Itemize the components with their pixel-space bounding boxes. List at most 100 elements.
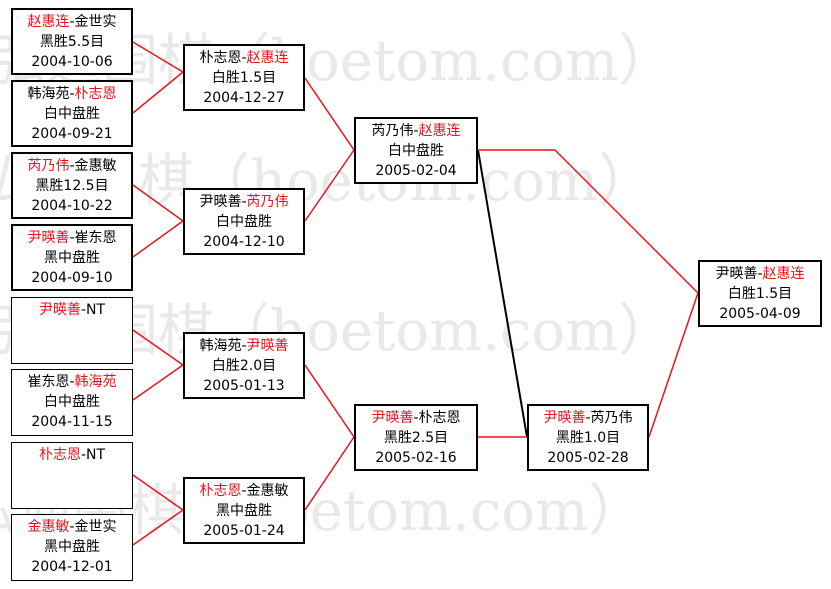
match-date: 2005-02-16 <box>375 450 457 466</box>
match-players: 芮乃伟-赵惠连 <box>371 123 461 139</box>
player-2: 赵惠连 <box>246 50 289 66</box>
player-2: 金惠敏 <box>74 158 117 174</box>
connector-r3a-r4a <box>477 149 528 438</box>
match-box-r4a: 尹暎善-芮乃伟 黑胜1.0目 2005-02-28 <box>527 404 649 471</box>
player-1: 尹暎善 <box>27 230 70 246</box>
match-players: 朴志恩-赵惠连 <box>199 50 289 66</box>
match-date: 2005-04-09 <box>719 306 801 322</box>
match-date: 2004-12-01 <box>31 559 113 575</box>
match-date: 2005-01-13 <box>203 378 285 394</box>
player-1: 尹暎善 <box>715 266 758 282</box>
connector-r1a-r2a <box>132 41 184 73</box>
match-date: 2005-02-04 <box>375 163 457 179</box>
connector-r2b-r3a <box>304 149 355 222</box>
match-date: 2005-01-24 <box>203 523 285 539</box>
match-result: 黑胜5.5目 <box>39 34 105 50</box>
match-date: 2005-02-28 <box>547 450 629 466</box>
player-2: 崔东恩 <box>74 230 117 246</box>
player-2: 金世实 <box>74 14 117 30</box>
match-box-r1a: 赵惠连-金世实 黑胜5.5目 2004-10-06 <box>11 8 133 75</box>
connector-r2d-r3b <box>304 436 355 511</box>
match-box-final: 尹暎善-赵惠连 白胜1.5目 2005-04-09 <box>698 260 822 327</box>
match-box-r1b: 韩海苑-朴志恩 白中盘胜 2004-09-21 <box>11 80 133 147</box>
player-1: 金惠敏 <box>27 519 70 535</box>
connector-r1d-r2b <box>132 220 184 258</box>
match-date: 2004-09-10 <box>31 270 113 286</box>
player-1: 韩海苑 <box>27 86 70 102</box>
player-2: 尹暎善 <box>246 338 289 354</box>
match-result: 白中盘胜 <box>44 106 100 122</box>
player-2: 朴志恩 <box>418 410 461 426</box>
match-box-r1c: 芮乃伟-金惠敏 黑胜12.5目 2004-10-22 <box>11 152 133 219</box>
match-result: 黑胜1.0目 <box>555 430 621 446</box>
match-date: 2004-10-22 <box>31 198 113 214</box>
connector-r2a-r3a <box>304 77 355 151</box>
match-box-r1h: 金惠敏-金世实 黑中盘胜 2004-12-01 <box>11 514 133 581</box>
match-players: 尹暎善-芮乃伟 <box>543 410 633 426</box>
connector-r3a-final-b <box>554 149 699 294</box>
match-box-r3b: 尹暎善-朴志恩 黑胜2.5目 2005-02-16 <box>354 404 478 471</box>
player-2: NT <box>86 447 106 463</box>
connector-r1e-r2c <box>132 329 184 366</box>
match-box-r1d: 尹暎善-崔东恩 黑中盘胜 2004-09-10 <box>11 224 133 291</box>
player-1: 朴志恩 <box>199 50 242 66</box>
match-players: 崔东恩-韩海苑 <box>27 374 117 390</box>
match-players: 韩海苑-朴志恩 <box>27 86 117 102</box>
match-players: 朴志恩-NT <box>38 447 106 463</box>
match-result: 白中盘胜 <box>216 214 272 230</box>
match-result: 黑胜2.5目 <box>383 430 449 446</box>
match-date: 2004-12-10 <box>203 234 285 250</box>
match-box-r2d: 朴志恩-金惠敏 黑中盘胜 2005-01-24 <box>183 477 305 544</box>
player-2: 赵惠连 <box>762 266 805 282</box>
match-date: 2004-12-27 <box>203 90 285 106</box>
player-1: 崔东恩 <box>27 374 70 390</box>
match-players: 尹暎善-崔东恩 <box>27 230 117 246</box>
match-box-r2c: 韩海苑-尹暎善 白胜2.0目 2005-01-13 <box>183 332 305 399</box>
player-2: 韩海苑 <box>74 374 117 390</box>
match-result: 黑中盘胜 <box>44 250 100 266</box>
player-1: 韩海苑 <box>199 338 242 354</box>
match-box-r1e: 尹暎善-NT <box>11 297 133 364</box>
player-1: 芮乃伟 <box>371 123 414 139</box>
match-date: 2004-09-21 <box>31 126 113 142</box>
player-1: 尹暎善 <box>543 410 586 426</box>
match-players: 尹暎善-赵惠连 <box>715 266 805 282</box>
match-players: 尹暎善-芮乃伟 <box>199 194 289 210</box>
player-1: 尹暎善 <box>199 194 242 210</box>
player-2: 金惠敏 <box>246 483 289 499</box>
player-2: NT <box>86 302 106 318</box>
match-box-r1f: 崔东恩-韩海苑 白中盘胜 2004-11-15 <box>11 369 133 436</box>
player-2: 朴志恩 <box>74 86 117 102</box>
match-players: 尹暎善-朴志恩 <box>371 410 461 426</box>
player-2: 芮乃伟 <box>246 194 289 210</box>
connector-r1b-r2a <box>132 71 184 114</box>
player-1: 朴志恩 <box>38 447 81 463</box>
match-result: 白胜2.0目 <box>211 358 277 374</box>
match-result: 白中盘胜 <box>388 143 444 159</box>
match-players: 朴志恩-金惠敏 <box>199 483 289 499</box>
player-2: 金世实 <box>74 519 117 535</box>
match-result: 白胜1.5目 <box>727 286 793 302</box>
match-box-r2b: 尹暎善-芮乃伟 白中盘胜 2004-12-10 <box>183 188 305 255</box>
match-players: 赵惠连-金世实 <box>27 14 117 30</box>
player-1: 赵惠连 <box>27 14 70 30</box>
connector-r1c-r2b <box>132 184 184 222</box>
player-1: 尹暎善 <box>38 302 81 318</box>
match-box-r2a: 朴志恩-赵惠连 白胜1.5目 2004-12-27 <box>183 44 305 111</box>
match-players: 韩海苑-尹暎善 <box>199 338 289 354</box>
match-result: 黑中盘胜 <box>216 503 272 519</box>
player-2: 赵惠连 <box>418 123 461 139</box>
connector-r1g-r2d <box>132 474 184 511</box>
connector-r1f-r2c <box>132 364 184 401</box>
match-players: 尹暎善-NT <box>38 302 106 318</box>
match-box-r1g: 朴志恩-NT <box>11 442 133 509</box>
match-result: 黑中盘胜 <box>44 539 100 555</box>
player-1: 尹暎善 <box>371 410 414 426</box>
match-date: 2004-11-15 <box>31 414 113 430</box>
match-players: 金惠敏-金世实 <box>27 519 117 535</box>
connector-r4a-final <box>648 292 699 438</box>
player-1: 芮乃伟 <box>27 158 70 174</box>
match-players: 芮乃伟-金惠敏 <box>27 158 117 174</box>
player-2: 芮乃伟 <box>590 410 633 426</box>
